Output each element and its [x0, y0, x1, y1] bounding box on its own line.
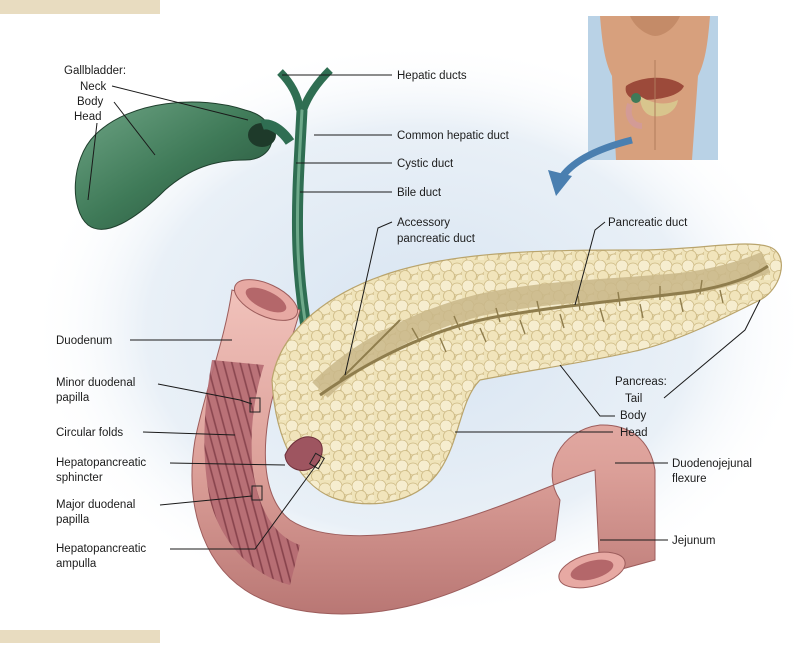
- label-cystic-duct: Cystic duct: [397, 158, 454, 170]
- label-pancreas-head: Head: [620, 427, 648, 439]
- ampulla-region: [249, 397, 326, 501]
- label-jejunum: Jejunum: [672, 535, 715, 547]
- label-circular-folds: Circular folds: [56, 427, 123, 439]
- label-gallbladder-head: Head: [74, 111, 102, 123]
- label-duodenum: Duodenum: [56, 335, 112, 347]
- label-hepatic-ducts: Hepatic ducts: [397, 70, 467, 82]
- label-gallbladder-body: Body: [77, 96, 103, 108]
- gallbladder: [74, 101, 295, 230]
- label-accessory-pancreatic-duct-2: pancreatic duct: [397, 233, 476, 245]
- label-minor-duodenal-papilla-2: papilla: [56, 392, 90, 404]
- duodenum: [191, 279, 656, 615]
- label-bile-duct: Bile duct: [397, 187, 442, 199]
- label-pancreas: Pancreas:: [615, 376, 667, 388]
- label-accessory-pancreatic-duct-1: Accessory: [397, 217, 450, 229]
- label-pancreatic-duct: Pancreatic duct: [608, 217, 688, 229]
- label-gallbladder-neck: Neck: [80, 81, 106, 93]
- label-pancreas-tail: Tail: [625, 393, 642, 405]
- label-hepatopancreatic-sphincter-1: Hepatopancreatic: [56, 457, 146, 469]
- pancreas: [271, 243, 782, 505]
- labels: Gallbladder: Neck Body Head Hepatic duct…: [56, 65, 752, 570]
- label-hepatopancreatic-ampulla-1: Hepatopancreatic: [56, 543, 146, 555]
- label-common-hepatic-duct: Common hepatic duct: [397, 130, 510, 142]
- label-pancreas-body: Body: [620, 410, 646, 422]
- location-arrow: [548, 136, 633, 196]
- label-duodenojejunal-flexure-1: Duodenojejunal: [672, 458, 752, 470]
- leader-lines: [87, 74, 761, 550]
- label-gallbladder: Gallbladder:: [64, 65, 126, 77]
- corner-texture-bottom: [0, 630, 160, 643]
- label-hepatopancreatic-sphincter-2: sphincter: [56, 472, 103, 484]
- torso-inset: [588, 16, 718, 160]
- label-duodenojejunal-flexure-2: flexure: [672, 473, 707, 485]
- label-minor-duodenal-papilla-1: Minor duodenal: [56, 377, 135, 389]
- label-major-duodenal-papilla-1: Major duodenal: [56, 499, 135, 511]
- label-hepatopancreatic-ampulla-2: ampulla: [56, 558, 97, 570]
- corner-texture-top: [0, 0, 160, 14]
- label-major-duodenal-papilla-2: papilla: [56, 514, 90, 526]
